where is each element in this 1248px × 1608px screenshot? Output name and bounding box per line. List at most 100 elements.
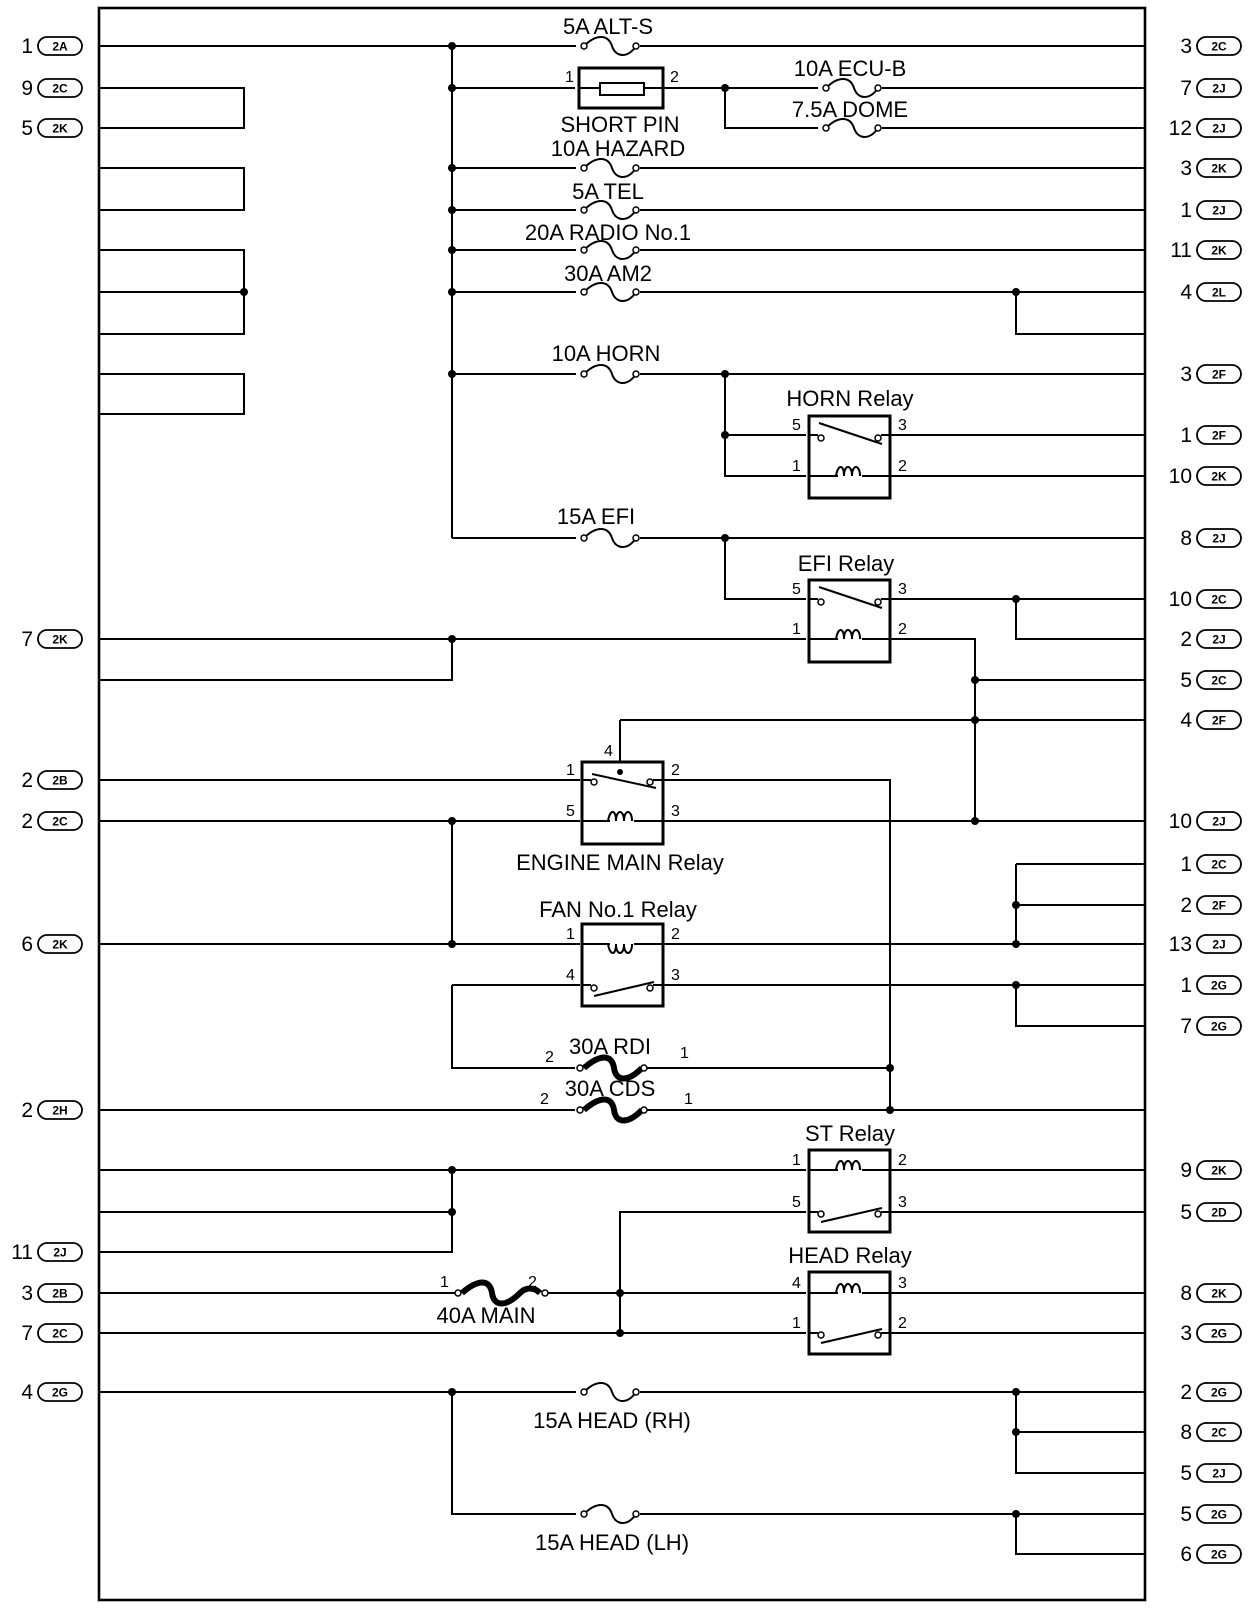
right-terminal: 8 2C bbox=[1180, 1421, 1242, 1444]
right-terminal: 7 2G bbox=[1180, 1015, 1242, 1038]
terminal-number: 11 bbox=[1170, 239, 1192, 262]
engine-main-relay-label: ENGINE MAIN Relay bbox=[516, 850, 724, 875]
pin-label: 5 bbox=[566, 803, 575, 820]
connector-id: 2G bbox=[52, 1386, 68, 1400]
pin-label: 5 bbox=[792, 581, 801, 598]
fuse-tel-label: 5A TEL bbox=[572, 179, 644, 204]
pin-label: 1 bbox=[684, 1091, 693, 1108]
wiring bbox=[99, 42, 1145, 1555]
pin-label: 3 bbox=[898, 1275, 907, 1292]
connector-badge bbox=[1196, 1544, 1242, 1564]
fusible-link-main bbox=[454, 1279, 549, 1307]
terminal-number: 3 bbox=[1180, 363, 1192, 386]
connector-id: 2G bbox=[1211, 1020, 1227, 1034]
connector-id: 2C bbox=[1211, 593, 1227, 607]
connector-badge bbox=[37, 811, 83, 831]
terminal-number: 2 bbox=[21, 769, 33, 792]
terminal-number: 7 bbox=[21, 628, 33, 651]
horn-relay bbox=[807, 414, 892, 500]
relay-symbols bbox=[580, 414, 892, 1356]
pin-label: 5 bbox=[792, 417, 801, 434]
left-terminal: 2 2C bbox=[21, 810, 83, 833]
st-relay-label: ST Relay bbox=[805, 1121, 895, 1146]
left-terminal: 11 2J bbox=[11, 1241, 83, 1264]
connector-id: 2J bbox=[1212, 122, 1225, 136]
terminal-number: 4 bbox=[1180, 709, 1192, 732]
connector-badge bbox=[1196, 629, 1242, 649]
fusible-link-rdi bbox=[576, 1054, 648, 1082]
connector-badge bbox=[37, 1382, 83, 1402]
connector-id: 2J bbox=[1212, 1467, 1225, 1481]
connector-badge bbox=[37, 36, 83, 56]
terminal-number: 10 bbox=[1169, 810, 1192, 833]
connector-badge bbox=[1196, 975, 1242, 995]
terminal-number: 8 bbox=[1180, 1421, 1192, 1444]
terminal-number: 8 bbox=[1180, 527, 1192, 550]
fuse-dome-label: 7.5A DOME bbox=[792, 97, 908, 122]
connector-badge bbox=[1196, 36, 1242, 56]
connector-id: 2J bbox=[1212, 532, 1225, 546]
efi-relay bbox=[807, 578, 892, 664]
connector-badge bbox=[1196, 425, 1242, 445]
pin-label: 2 bbox=[540, 1091, 549, 1108]
pin-numbers: 1 2 5 3 1 2 5 3 1 2 4 1 2 5 3 1 2 4 3 2 … bbox=[440, 69, 907, 1332]
connector-id: 2H bbox=[52, 1104, 67, 1118]
connector-id: 2G bbox=[1211, 1508, 1227, 1522]
terminal-number: 10 bbox=[1169, 465, 1192, 488]
fuse-horn-label: 10A HORN bbox=[552, 341, 661, 366]
right-terminal: 1 2J bbox=[1180, 199, 1242, 222]
fuse-horn bbox=[576, 364, 640, 384]
right-terminal: 5 2J bbox=[1180, 1462, 1242, 1485]
terminal-number: 2 bbox=[1180, 1381, 1192, 1404]
connector-badge bbox=[1196, 1422, 1242, 1442]
connector-badge bbox=[1196, 934, 1242, 954]
connector-id: 2C bbox=[1211, 1426, 1227, 1440]
connector-badge bbox=[1196, 282, 1242, 302]
pin-label: 2 bbox=[898, 621, 907, 638]
terminal-number: 3 bbox=[1180, 35, 1192, 58]
fuse-tel bbox=[576, 200, 640, 220]
right-terminal: 8 2J bbox=[1180, 527, 1242, 550]
fuse-radio-label: 20A RADIO No.1 bbox=[525, 220, 691, 245]
pin-label: 4 bbox=[566, 967, 575, 984]
pin-label: 2 bbox=[671, 762, 680, 779]
pin-label: 1 bbox=[565, 69, 574, 86]
connector-id: 2K bbox=[1211, 244, 1227, 258]
left-terminal: 6 2K bbox=[21, 933, 83, 956]
left-terminal: 4 2G bbox=[21, 1381, 83, 1404]
pin-label: 2 bbox=[898, 1152, 907, 1169]
pin-label: 4 bbox=[604, 743, 613, 760]
fuse-head-rh-label: 15A HEAD (RH) bbox=[533, 1408, 691, 1433]
left-terminal: 7 2K bbox=[21, 628, 83, 651]
connector-badge bbox=[37, 629, 83, 649]
terminal-number: 6 bbox=[21, 933, 33, 956]
fan-no1-relay bbox=[580, 922, 665, 1008]
fuse-head-lh-label: 15A HEAD (LH) bbox=[535, 1530, 689, 1555]
connector-id: 2A bbox=[52, 40, 68, 54]
pin-label: 4 bbox=[792, 1275, 801, 1292]
terminal-number: 13 bbox=[1169, 933, 1192, 956]
head-relay bbox=[807, 1270, 892, 1356]
connector-badge bbox=[1196, 710, 1242, 730]
connector-badge bbox=[1196, 528, 1242, 548]
connector-badge bbox=[1196, 811, 1242, 831]
pin-label: 3 bbox=[898, 581, 907, 598]
pin-label: 1 bbox=[792, 1315, 801, 1332]
left-terminal: 3 2B bbox=[21, 1282, 83, 1305]
pin-label: 1 bbox=[792, 621, 801, 638]
terminal-number: 2 bbox=[1180, 628, 1192, 651]
connector-id: 2D bbox=[1211, 1206, 1227, 1220]
terminal-number: 3 bbox=[1180, 157, 1192, 180]
st-relay bbox=[807, 1148, 892, 1234]
engine-main-relay bbox=[580, 760, 665, 846]
connector-badge bbox=[37, 1242, 83, 1262]
connector-id: 2K bbox=[1211, 162, 1227, 176]
connector-id: 2G bbox=[1211, 1386, 1227, 1400]
right-terminal: 9 2K bbox=[1180, 1159, 1242, 1182]
terminal-number: 5 bbox=[1180, 669, 1192, 692]
fuse-am2-label: 30A AM2 bbox=[564, 261, 652, 286]
left-terminal: 7 2C bbox=[21, 1322, 83, 1345]
connector-id: 2K bbox=[1211, 1164, 1227, 1178]
connector-id: 2G bbox=[1211, 979, 1227, 993]
right-terminals: 3 2C 7 2J 12 2J 3 2K 1 2J 11 2K bbox=[1169, 35, 1242, 1566]
